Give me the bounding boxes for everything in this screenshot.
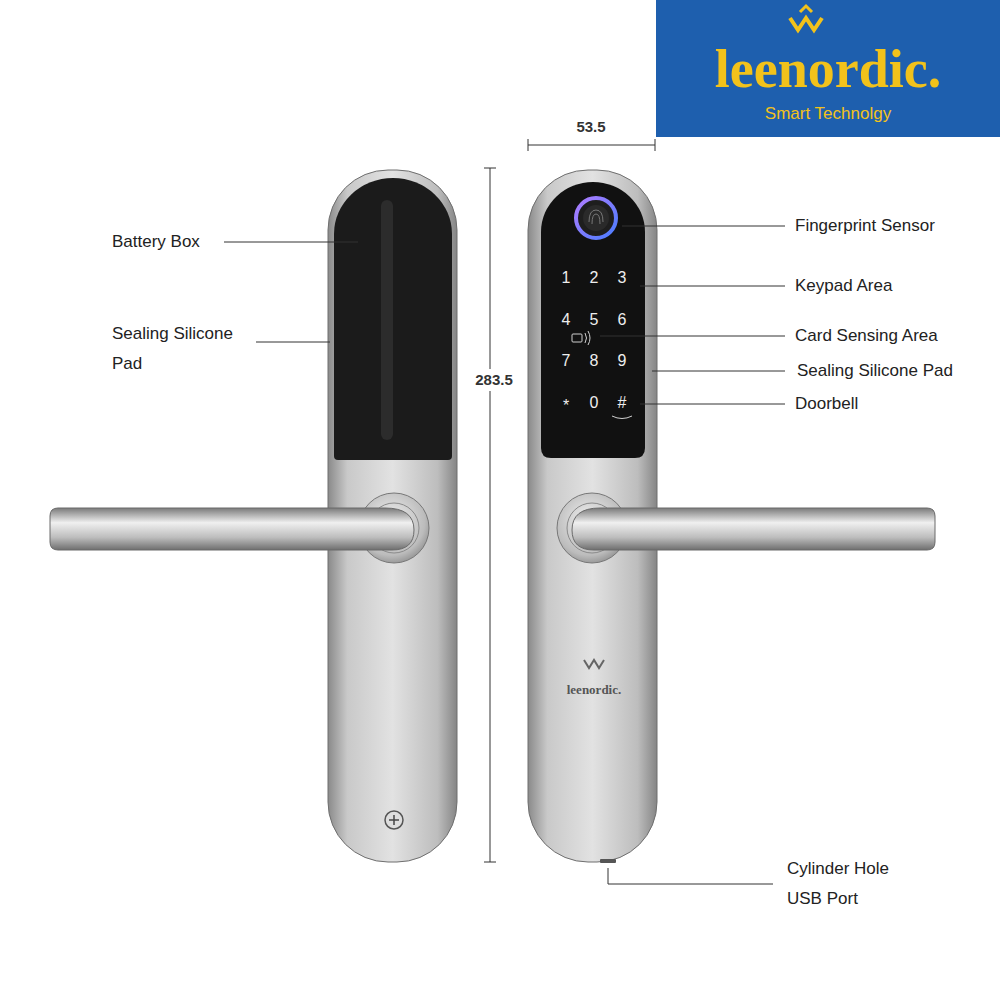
dimension-tick [484,168,496,169]
keypad-key: 4 [562,310,571,329]
leader-line [652,371,785,372]
keypad-key: 6 [618,310,627,329]
keypad-panel [541,182,645,458]
fingerprint-lines [589,210,603,224]
keypad-key: 8 [590,351,599,370]
dimension-line [528,145,655,146]
keypad-key: 0 [590,393,599,412]
dimension-tick [655,139,656,151]
plate-logo-icon [584,660,604,668]
part-label: Card Sensing Area [795,326,938,346]
leader-line [622,226,785,227]
fingerprint-pad [583,205,609,231]
card-icon [572,334,582,342]
card-waves [585,331,590,345]
leader-line [224,242,358,243]
brand-tagline: Smart Technolgy [765,105,891,124]
doorbell-icon [612,416,632,419]
keypad-key: 2 [590,268,599,287]
dimension-tick [484,862,496,863]
dimension-tick [528,139,529,151]
keypad-key: 1 [562,268,571,287]
battery-groove [381,200,393,440]
keypad-key: 9 [618,351,627,370]
part-label: Fingerprint Sensor [795,216,935,236]
screw [385,811,403,829]
part-label: Sealing Silicone Pad [797,361,953,381]
logo-box: leenordic. Smart Technolgy [656,0,1000,137]
battery-cover [334,178,452,460]
part-label: Doorbell [795,394,858,414]
keypad-key: # [618,393,627,412]
dimension-line [490,168,491,862]
screw-slot [393,815,395,825]
dimension-label: 53.5 [576,118,605,136]
fingerprint-ring [576,198,616,238]
cylinder-hole [600,859,616,863]
leader-line [600,336,785,337]
leader-line [640,404,785,405]
part-label: Battery Box [112,232,200,252]
lever-handle [50,508,414,550]
leader-line [256,342,330,343]
part-label: Cylinder Hole [787,859,889,879]
part-label: Keypad Area [795,276,892,296]
keypad-key: * [563,396,569,415]
part-label: Sealing Silicone Pad [112,319,262,379]
dimension-label: 283.5 [473,369,515,391]
brand-name: leenordic. [715,40,941,99]
lever-handle [572,508,935,550]
plate-logo: leenordic. [567,682,622,698]
leader-line [608,868,773,884]
leader-line [640,286,785,287]
keypad-key: 7 [562,351,571,370]
part-label: USB Port [787,889,858,909]
keypad-key: 3 [618,268,627,287]
keypad-key: 5 [590,310,599,329]
